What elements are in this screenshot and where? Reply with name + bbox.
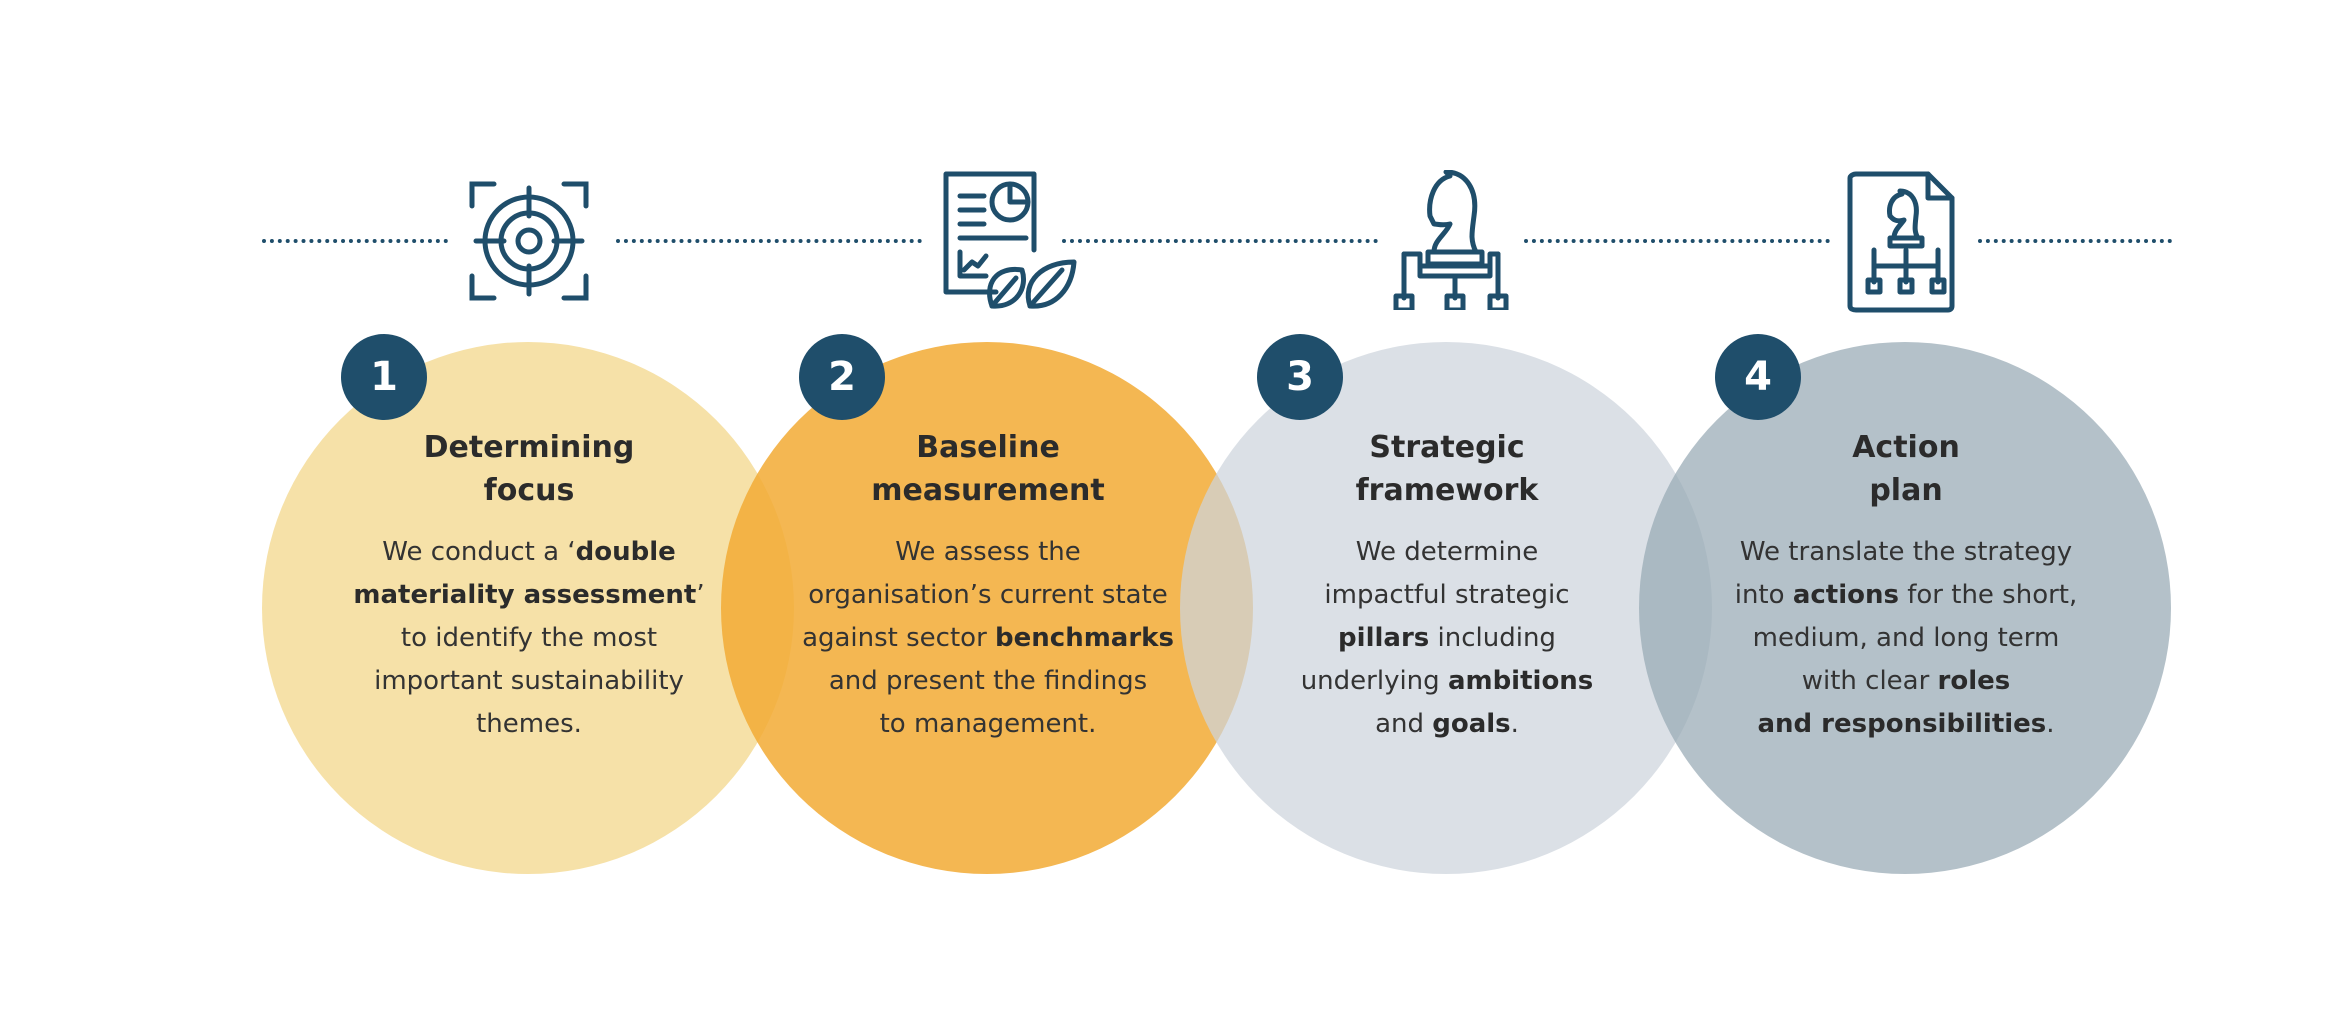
description-line: organisation’s current state <box>788 574 1188 617</box>
body-text: and <box>1375 709 1433 739</box>
body-text: We conduct a ‘ <box>382 537 576 567</box>
step-title-line: Baseline <box>916 430 1060 465</box>
step-2-circle <box>721 342 1253 874</box>
step-1-circle <box>262 342 794 874</box>
body-text: to identify the most <box>400 623 658 653</box>
step-4-badge: 4 <box>1715 334 1801 420</box>
document-chess-plan-icon <box>1847 171 1955 313</box>
body-text: ’ <box>696 580 705 610</box>
report-leaf-icon <box>943 171 1077 309</box>
emphasis-text: benchmarks <box>995 623 1174 653</box>
body-text: . <box>2046 709 2055 739</box>
connector-dotted-line <box>262 239 448 243</box>
step-title-line: focus <box>483 473 575 508</box>
description-line: pillars including <box>1247 617 1647 660</box>
emphasis-text: roles <box>1937 666 2011 696</box>
description-line: to identify the most <box>329 617 729 660</box>
description-line: and goals. <box>1247 703 1647 746</box>
body-text: and present the findings <box>828 666 1148 696</box>
step-title-line: measurement <box>871 473 1105 508</box>
step-4-description: We translate the strategy into actions fo… <box>1706 531 2106 746</box>
step-title-line: plan <box>1869 473 1943 508</box>
description-line: against sector benchmarks <box>788 617 1188 660</box>
step-title-line: Action <box>1852 430 1960 465</box>
connector-dotted-line <box>1978 239 2172 243</box>
description-line: important sustainability <box>329 660 729 703</box>
body-text: medium, and long term <box>1752 623 2060 653</box>
emphasis-text: goals <box>1432 709 1511 739</box>
body-text: We assess the <box>895 537 1081 567</box>
connector-dotted-line <box>616 239 922 243</box>
step-1-badge: 1 <box>341 334 427 420</box>
body-text: . <box>1510 709 1519 739</box>
body-text: We determine <box>1355 537 1539 567</box>
connector-dotted-line <box>1062 239 1378 243</box>
emphasis-text: actions <box>1792 580 1899 610</box>
body-text: with clear <box>1801 666 1938 696</box>
emphasis-text: materiality assessment <box>353 580 697 610</box>
step-2-title: Baseline measurement <box>788 426 1188 512</box>
description-line: We conduct a ‘double <box>329 531 729 574</box>
body-text: organisation’s current state <box>808 580 1168 610</box>
body-text: including <box>1429 623 1556 653</box>
body-text: to management. <box>879 709 1097 739</box>
chess-knight-hierarchy-icon <box>1393 170 1509 310</box>
emphasis-text: pillars <box>1338 623 1430 653</box>
emphasis-text: ambitions <box>1447 666 1594 696</box>
step-title-line: Determining <box>423 430 635 465</box>
step-title-line: Strategic <box>1369 430 1525 465</box>
step-4-circle <box>1639 342 2171 874</box>
step-3-title: Strategic framework <box>1247 426 1647 512</box>
description-line: impactful strategic <box>1247 574 1647 617</box>
description-line: underlying ambitions <box>1247 660 1647 703</box>
emphasis-text: and responsibilities <box>1757 709 2047 739</box>
body-text: for the short, <box>1898 580 2078 610</box>
description-line: We translate the strategy <box>1706 531 2106 574</box>
description-line: materiality assessment’ <box>329 574 729 617</box>
body-text: themes. <box>476 709 582 739</box>
description-line: and responsibilities. <box>1706 703 2106 746</box>
step-title-line: framework <box>1355 473 1539 508</box>
body-text: into <box>1734 580 1793 610</box>
step-3-badge: 3 <box>1257 334 1343 420</box>
body-text: impactful strategic <box>1324 580 1570 610</box>
step-3-description: We determine impactful strategic pillars i… <box>1247 531 1647 746</box>
body-text: We translate the strategy <box>1739 537 2073 567</box>
target-icon <box>469 181 589 301</box>
body-text: important sustainability <box>374 666 684 696</box>
description-line: We assess the <box>788 531 1188 574</box>
body-text: underlying <box>1300 666 1448 696</box>
description-line: into actions for the short, <box>1706 574 2106 617</box>
connector-dotted-line <box>1524 239 1830 243</box>
body-text: against sector <box>802 623 996 653</box>
description-line: We determine <box>1247 531 1647 574</box>
description-line: to management. <box>788 703 1188 746</box>
description-line: medium, and long term <box>1706 617 2106 660</box>
step-2-badge: 2 <box>799 334 885 420</box>
step-1-title: Determining focus <box>329 426 729 512</box>
step-3-circle <box>1180 342 1712 874</box>
description-line: with clear roles <box>1706 660 2106 703</box>
step-2-description: We assess the organisation’s current stat… <box>788 531 1188 746</box>
description-line: and present the findings <box>788 660 1188 703</box>
description-line: themes. <box>329 703 729 746</box>
step-4-title: Action plan <box>1706 426 2106 512</box>
emphasis-text: double <box>575 537 676 567</box>
